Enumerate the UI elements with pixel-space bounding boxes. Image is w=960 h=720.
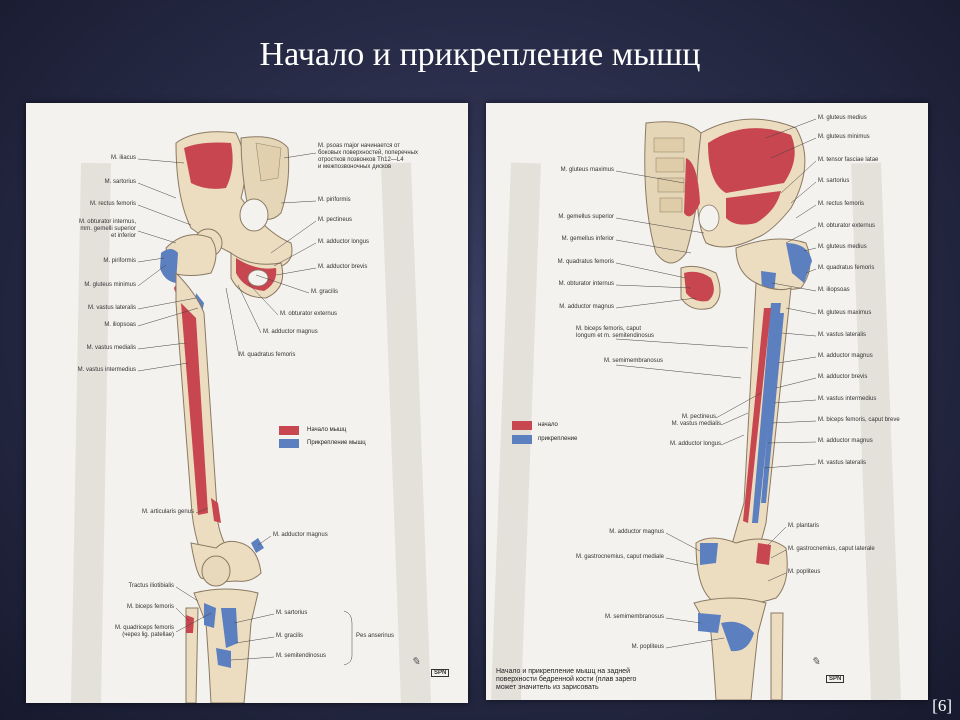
anterior-view-page: M. iliacus M. sartorius M. rectus femori…	[26, 103, 468, 703]
label-plantaris: M. plantaris	[788, 523, 820, 529]
label-semitendinosus: M. semitendinosus	[276, 653, 327, 659]
label-gastrocnemius-caput-laterale: M. gastrocnemius, caput laterale	[788, 546, 875, 552]
label-pectineus: M. pectineus	[318, 217, 353, 223]
label-vastus-intermedius: M. vastus intermedius	[77, 367, 136, 373]
label-sartorius-low: M. sartorius	[276, 610, 308, 616]
label-quadratus-femoris: M. quadratus femoris	[557, 259, 614, 265]
label-rectus-femoris: M. rectus femoris	[89, 201, 136, 207]
label-iliopsoas: M. iliopsoas	[104, 322, 136, 328]
label-articularis-genus: M. articularis genus	[141, 509, 194, 515]
label-semimembranosus: M. semimembranosus	[604, 358, 664, 364]
label-psoas-major-note: M. psoas major начинается от боковых пов…	[318, 143, 419, 170]
label-tensor-fasciae-latae: M. tensor fasciae latae	[818, 157, 879, 163]
anterior-femur-illustration	[71, 131, 431, 703]
label-vastus-medialis: M. vastus medialis	[671, 421, 721, 427]
label-adductor-magnus-low: M. adductor magnus	[273, 532, 328, 538]
posterior-view-page: M. gluteus medius M. gluteus minimus M. …	[486, 103, 928, 700]
legend-origin-label: Начало мышц	[307, 427, 347, 433]
label-adductor-brevis: M. adductor brevis	[318, 264, 368, 270]
label-gracilis-top: M. gracilis	[311, 289, 339, 295]
legend-origin-swatch	[279, 426, 299, 435]
label-biceps-femoris: M. biceps femoris	[126, 604, 174, 610]
label-vastus-medialis: M. vastus medialis	[86, 345, 136, 351]
label-adductor-magnus-left: M. adductor magnus	[559, 304, 614, 310]
label-sartorius: M. sartorius	[818, 178, 850, 184]
label-quadriceps-femoris: M. quadriceps femoris (через lig. patell…	[114, 625, 174, 638]
label-gracilis-low: M. gracilis	[276, 633, 304, 639]
legend-origin-swatch	[512, 421, 532, 430]
label-gluteus-minimus: M. gluteus minimus	[84, 282, 136, 288]
label-gluteus-maximus-right: M. gluteus maximus	[818, 310, 872, 316]
label-gluteus-maximus: M. gluteus maximus	[560, 167, 614, 173]
label-gemellus-superior: M. gemellus superior	[558, 214, 614, 220]
label-iliacus: M. iliacus	[110, 155, 136, 161]
label-iliopsoas: M. iliopsoas	[818, 287, 850, 293]
label-adductor-longus: M. adductor longus	[318, 239, 370, 245]
label-gemellus-inferior: M. gemellus inferior	[561, 236, 614, 242]
legend-insertion-swatch	[279, 439, 299, 448]
label-sartorius: M. sartorius	[104, 179, 136, 185]
reference-number: [6]	[932, 696, 952, 715]
label-gastrocnemius-caput-mediale: M. gastrocnemius, caput mediale	[575, 554, 664, 560]
artist-signature: ✎	[411, 656, 421, 668]
legend-insertion-label: прикрепление	[538, 436, 578, 442]
label-vastus-lateralis: M. vastus lateralis	[87, 305, 136, 311]
label-vastus-lateralis-2: M. vastus lateralis	[818, 460, 867, 466]
label-tractus-iliotibialis: Tractus iliotibialis	[128, 583, 174, 589]
label-semimembranosus-low: M. semimembranosus	[604, 614, 664, 620]
publisher-logo: SPN	[431, 669, 450, 677]
label-biceps-femoris-caput-longum: M. biceps femoris, caput longum et m. se…	[576, 326, 655, 339]
label-vastus-intermedius: M. vastus intermedius	[818, 396, 877, 402]
legend-origin-label: начало	[538, 422, 558, 428]
label-pes-anserinus: Pes anserinus	[356, 633, 395, 639]
label-piriformis-right: M. piriformis	[318, 197, 351, 203]
label-quadratus-femoris: M. quadratus femoris	[239, 352, 296, 358]
label-biceps-femoris-caput-breve: M. biceps femoris, caput breve	[818, 417, 900, 423]
label-adductor-magnus-low: M. adductor magnus	[609, 529, 664, 535]
slide-title: Начало и прикрепление мышц	[259, 36, 701, 73]
label-vastus-lateralis: M. vastus lateralis	[818, 332, 867, 338]
label-quadratus-femoris-right: M. quadratus femoris	[818, 265, 875, 271]
artist-signature: ✎	[811, 656, 821, 668]
label-gluteus-medius-2: M. gluteus medius	[818, 244, 867, 250]
label-obturator-internus: M. obturator internus, mm. gemelli super…	[78, 219, 136, 239]
label-adductor-magnus: M. adductor magnus	[818, 353, 873, 359]
label-obturator-externus: M. obturator externus	[818, 223, 876, 229]
publisher-logo: SPN	[826, 675, 845, 683]
label-gluteus-minimus: M. gluteus minimus	[818, 134, 870, 140]
label-piriformis-left: M. piriformis	[103, 258, 136, 264]
legend-insertion-label: Прикрепление мышц	[307, 440, 366, 446]
label-rectus-femoris: M. rectus femoris	[818, 201, 865, 207]
posterior-femur-illustration	[491, 118, 901, 700]
label-adductor-brevis: M. adductor brevis	[818, 374, 868, 380]
label-popliteus-low: M. popliteus	[631, 644, 664, 650]
label-adductor-magnus-top: M. adductor magnus	[263, 329, 318, 335]
figure-caption: Начало и прикрепление мышц на задней пов…	[496, 668, 637, 691]
label-obturator-externus: M. obturator externus	[280, 311, 338, 317]
label-obturator-internus: M. obturator internus	[558, 281, 614, 287]
label-adductor-longus: M. adductor longus	[669, 441, 721, 447]
label-gluteus-medius: M. gluteus medius	[818, 115, 867, 121]
label-pectineus: M. pectineus	[681, 414, 716, 420]
label-adductor-magnus-2: M. adductor magnus	[818, 438, 873, 444]
label-popliteus: M. popliteus	[788, 569, 821, 575]
legend-insertion-swatch	[512, 435, 532, 444]
